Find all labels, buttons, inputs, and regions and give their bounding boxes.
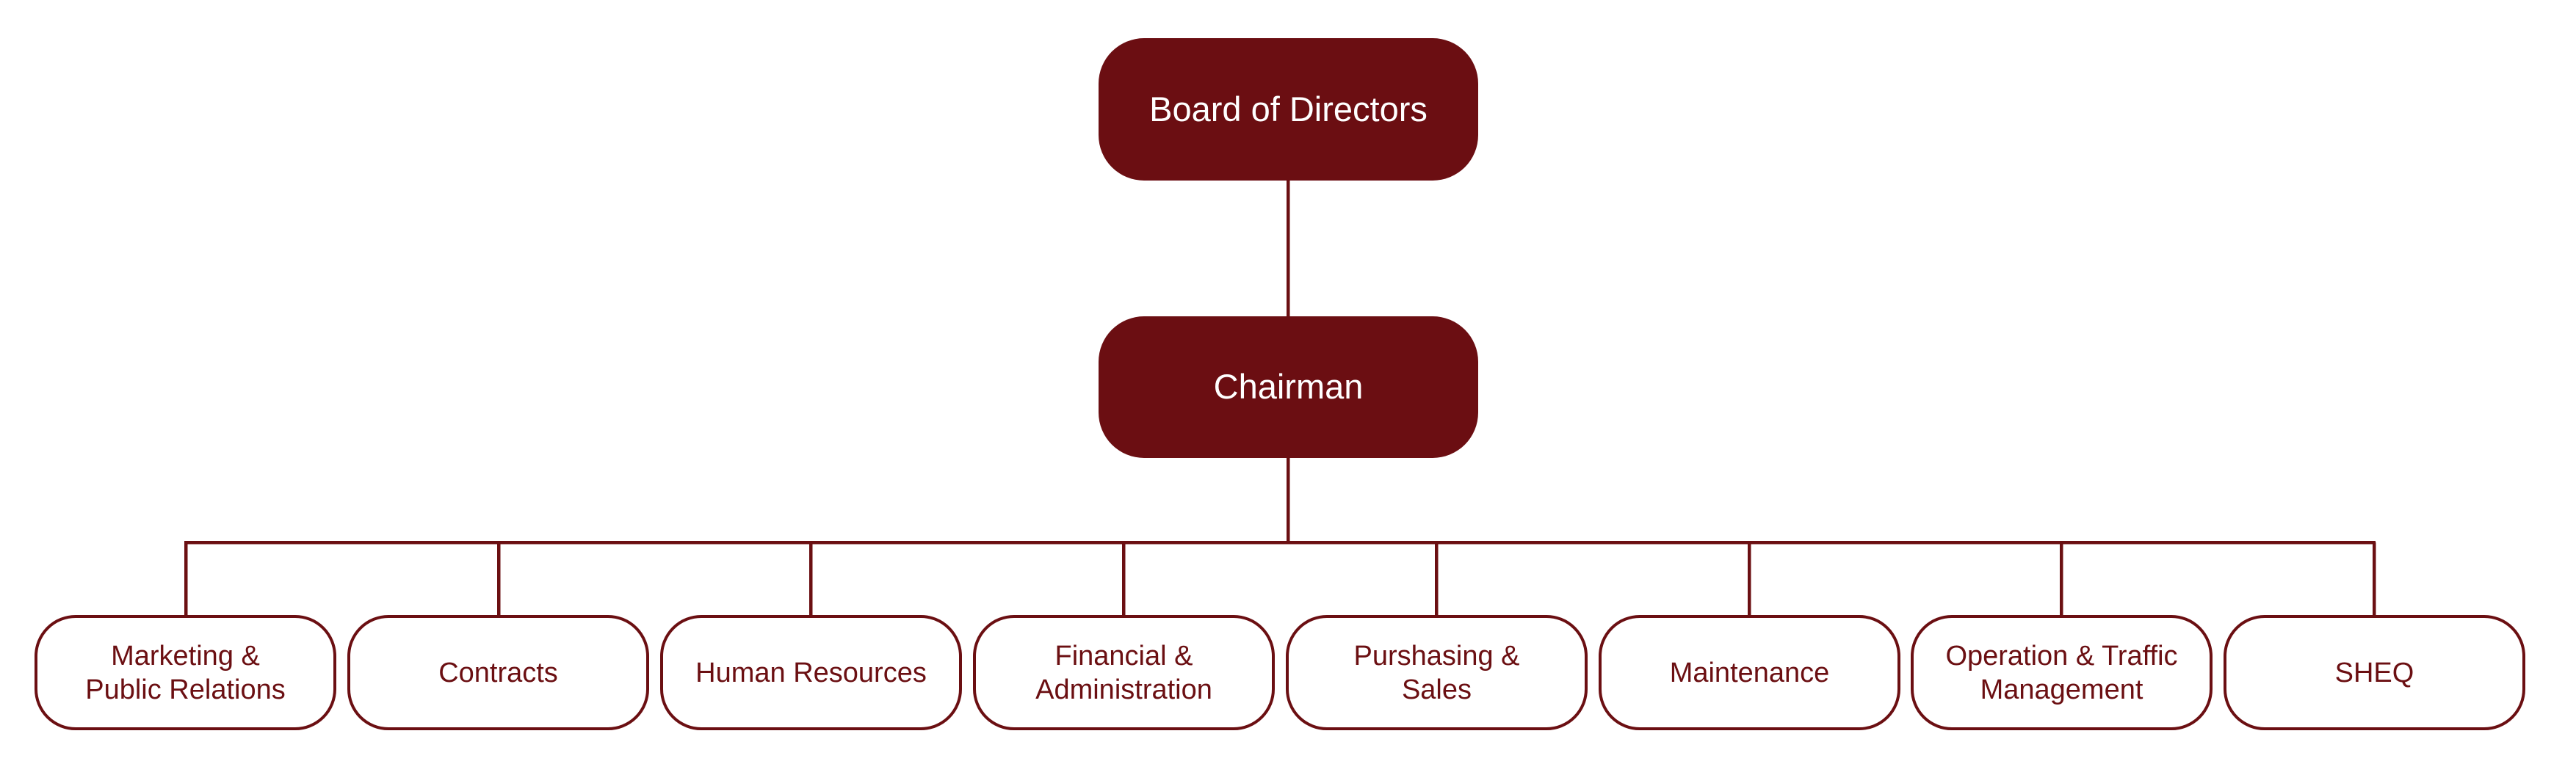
- chairman-label: Chairman: [1213, 367, 1364, 407]
- department-financial-box: Financial & Administration: [973, 615, 1275, 730]
- department-contracts-box: Contracts: [347, 615, 649, 730]
- department-operation-label: Operation & Traffic Management: [1945, 640, 2178, 705]
- department-human-resources-label: Human Resources: [695, 657, 927, 688]
- department-marketing-label: Marketing & Public Relations: [85, 640, 286, 705]
- department-marketing-box: Marketing & Public Relations: [35, 615, 336, 730]
- department-contracts-label: Contracts: [438, 657, 558, 688]
- department-sheq-box: SHEQ: [2224, 615, 2525, 730]
- board-of-directors-box: Board of Directors: [1099, 38, 1478, 181]
- board-of-directors-label: Board of Directors: [1149, 89, 1428, 128]
- department-purchasing-box: Purshasing & Sales: [1286, 615, 1588, 730]
- department-human-resources-box: Human Resources: [660, 615, 962, 730]
- chairman-box: Chairman: [1099, 316, 1478, 458]
- department-sheq-label: SHEQ: [2334, 657, 2414, 688]
- department-financial-label: Financial & Administration: [1035, 640, 1212, 705]
- department-operation-box: Operation & Traffic Management: [1911, 615, 2213, 730]
- department-maintenance-label: Maintenance: [1669, 657, 1830, 688]
- department-maintenance-box: Maintenance: [1599, 615, 1900, 730]
- department-purchasing-label: Purshasing & Sales: [1353, 640, 1520, 705]
